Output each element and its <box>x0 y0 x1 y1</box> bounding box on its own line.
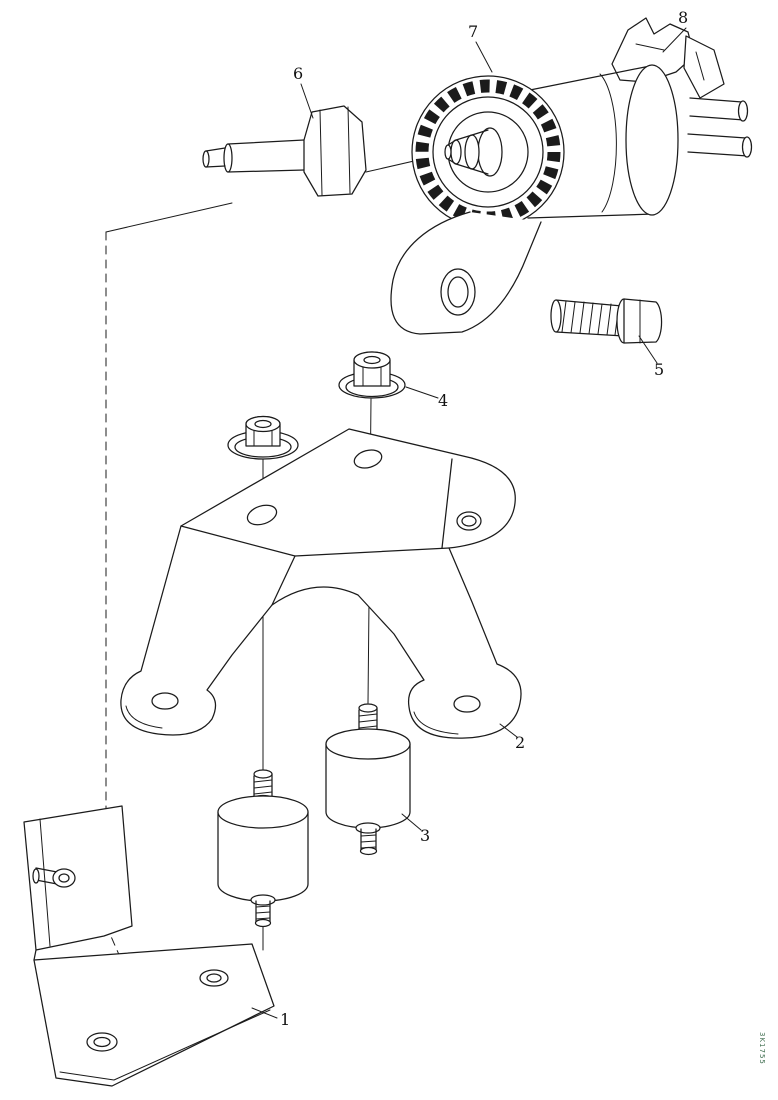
part-lower-bracket <box>23 805 275 1087</box>
callout-4: 4 <box>438 391 449 410</box>
part-isolator-mount-rear <box>325 703 411 856</box>
callout-1: 1 <box>280 1010 291 1029</box>
part-hex-bolt <box>550 298 663 344</box>
callout-leaders <box>251 27 687 1019</box>
callout-2: 2 <box>515 733 526 752</box>
part-threaded-fitting <box>202 105 367 197</box>
part-grommet-nut <box>338 351 406 399</box>
callout-8: 8 <box>678 8 689 27</box>
part-isolator-mount-front <box>217 769 309 928</box>
part-support-bracket <box>120 428 522 739</box>
callout-7: 7 <box>468 22 479 41</box>
callout-5: 5 <box>654 360 665 379</box>
part-retaining-clip <box>611 17 725 99</box>
part-pump-assembly <box>390 17 753 335</box>
callout-3: 3 <box>420 826 431 845</box>
part-flange-nut <box>227 415 299 460</box>
figure-code: 3K1755 <box>758 1032 766 1065</box>
callout-6: 6 <box>293 64 304 83</box>
